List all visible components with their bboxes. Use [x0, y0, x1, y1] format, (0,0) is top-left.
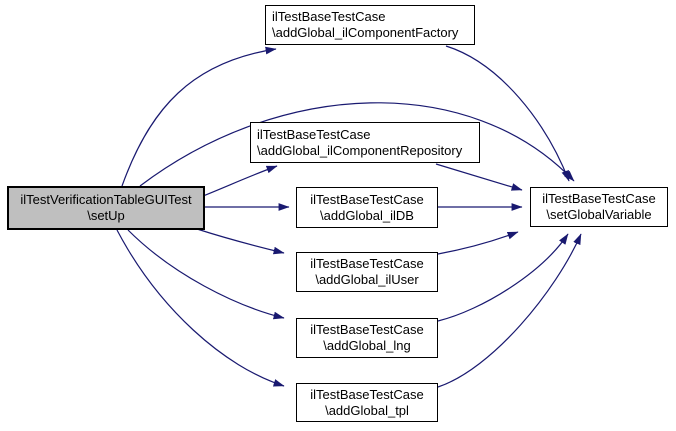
node-lng-method: \addGlobal_lng [323, 338, 411, 353]
node-setup-method: \setUp [87, 208, 125, 223]
node-addglobal-ildb[interactable]: ilTestBaseTestCase \addGlobal_ilDB [296, 187, 438, 228]
edge-addglobal-lng-to-setglobalvariable [437, 233, 569, 322]
node-tpl-class: ilTestBaseTestCase [310, 386, 424, 402]
node-iluser-method: \addGlobal_ilUser [315, 272, 419, 287]
node-addglobal-lng[interactable]: ilTestBaseTestCase \addGlobal_lng [296, 318, 438, 358]
node-setglobal-class: ilTestBaseTestCase [542, 191, 656, 206]
node-lng-class: ilTestBaseTestCase [310, 322, 424, 337]
edge-setup-to-addglobal-ilcomponentfactory [121, 46, 277, 187]
edge-setup-to-addglobal-iluser [196, 228, 285, 255]
node-ildb-method: \addGlobal_ilDB [320, 207, 414, 223]
node-factory-class: ilTestBaseTestCase [272, 9, 386, 24]
node-addglobal-ilcomponentfactory[interactable]: ilTestBaseTestCase \addGlobal_ilComponen… [265, 5, 475, 45]
node-repository-class: ilTestBaseTestCase [257, 126, 371, 142]
edge-addglobal-tpl-to-setglobalvariable [437, 233, 582, 388]
node-repository-method: \addGlobal_ilComponentRepository [257, 142, 463, 158]
node-setup: ilTestVerificationTableGUITest \setUp [7, 186, 205, 230]
edge-setup-to-addglobal-tpl [116, 229, 285, 387]
node-tpl-method: \addGlobal_tpl [325, 402, 409, 418]
node-ildb-class: ilTestBaseTestCase [310, 191, 424, 207]
node-addglobal-ilcomponentrepository[interactable]: ilTestBaseTestCase \addGlobal_ilComponen… [250, 122, 480, 163]
node-addglobal-iluser[interactable]: ilTestBaseTestCase \addGlobal_ilUser [296, 252, 438, 292]
edge-addglobal-iluser-to-setglobalvariable [437, 231, 519, 255]
edge-addglobal-ilcomponentfactory-to-setglobalvariable [445, 45, 570, 182]
node-setglobalvariable[interactable]: ilTestBaseTestCase \setGlobalVariable [530, 187, 668, 227]
node-factory-method: \addGlobal_ilComponentFactory [272, 25, 459, 40]
edge-setup-to-addglobal-ilcomponentrepository [202, 165, 278, 197]
edge-setup-to-setglobalvariable [139, 102, 575, 187]
edge-setup-to-addglobal-lng [127, 229, 285, 320]
node-setglobal-method: \setGlobalVariable [546, 207, 652, 222]
node-addglobal-tpl[interactable]: ilTestBaseTestCase \addGlobal_tpl [296, 383, 438, 422]
node-iluser-class: ilTestBaseTestCase [310, 256, 424, 271]
edge-addglobal-ilcomponentrepository-to-setglobalvariable [435, 163, 523, 191]
node-setup-class: ilTestVerificationTableGUITest [20, 192, 192, 207]
